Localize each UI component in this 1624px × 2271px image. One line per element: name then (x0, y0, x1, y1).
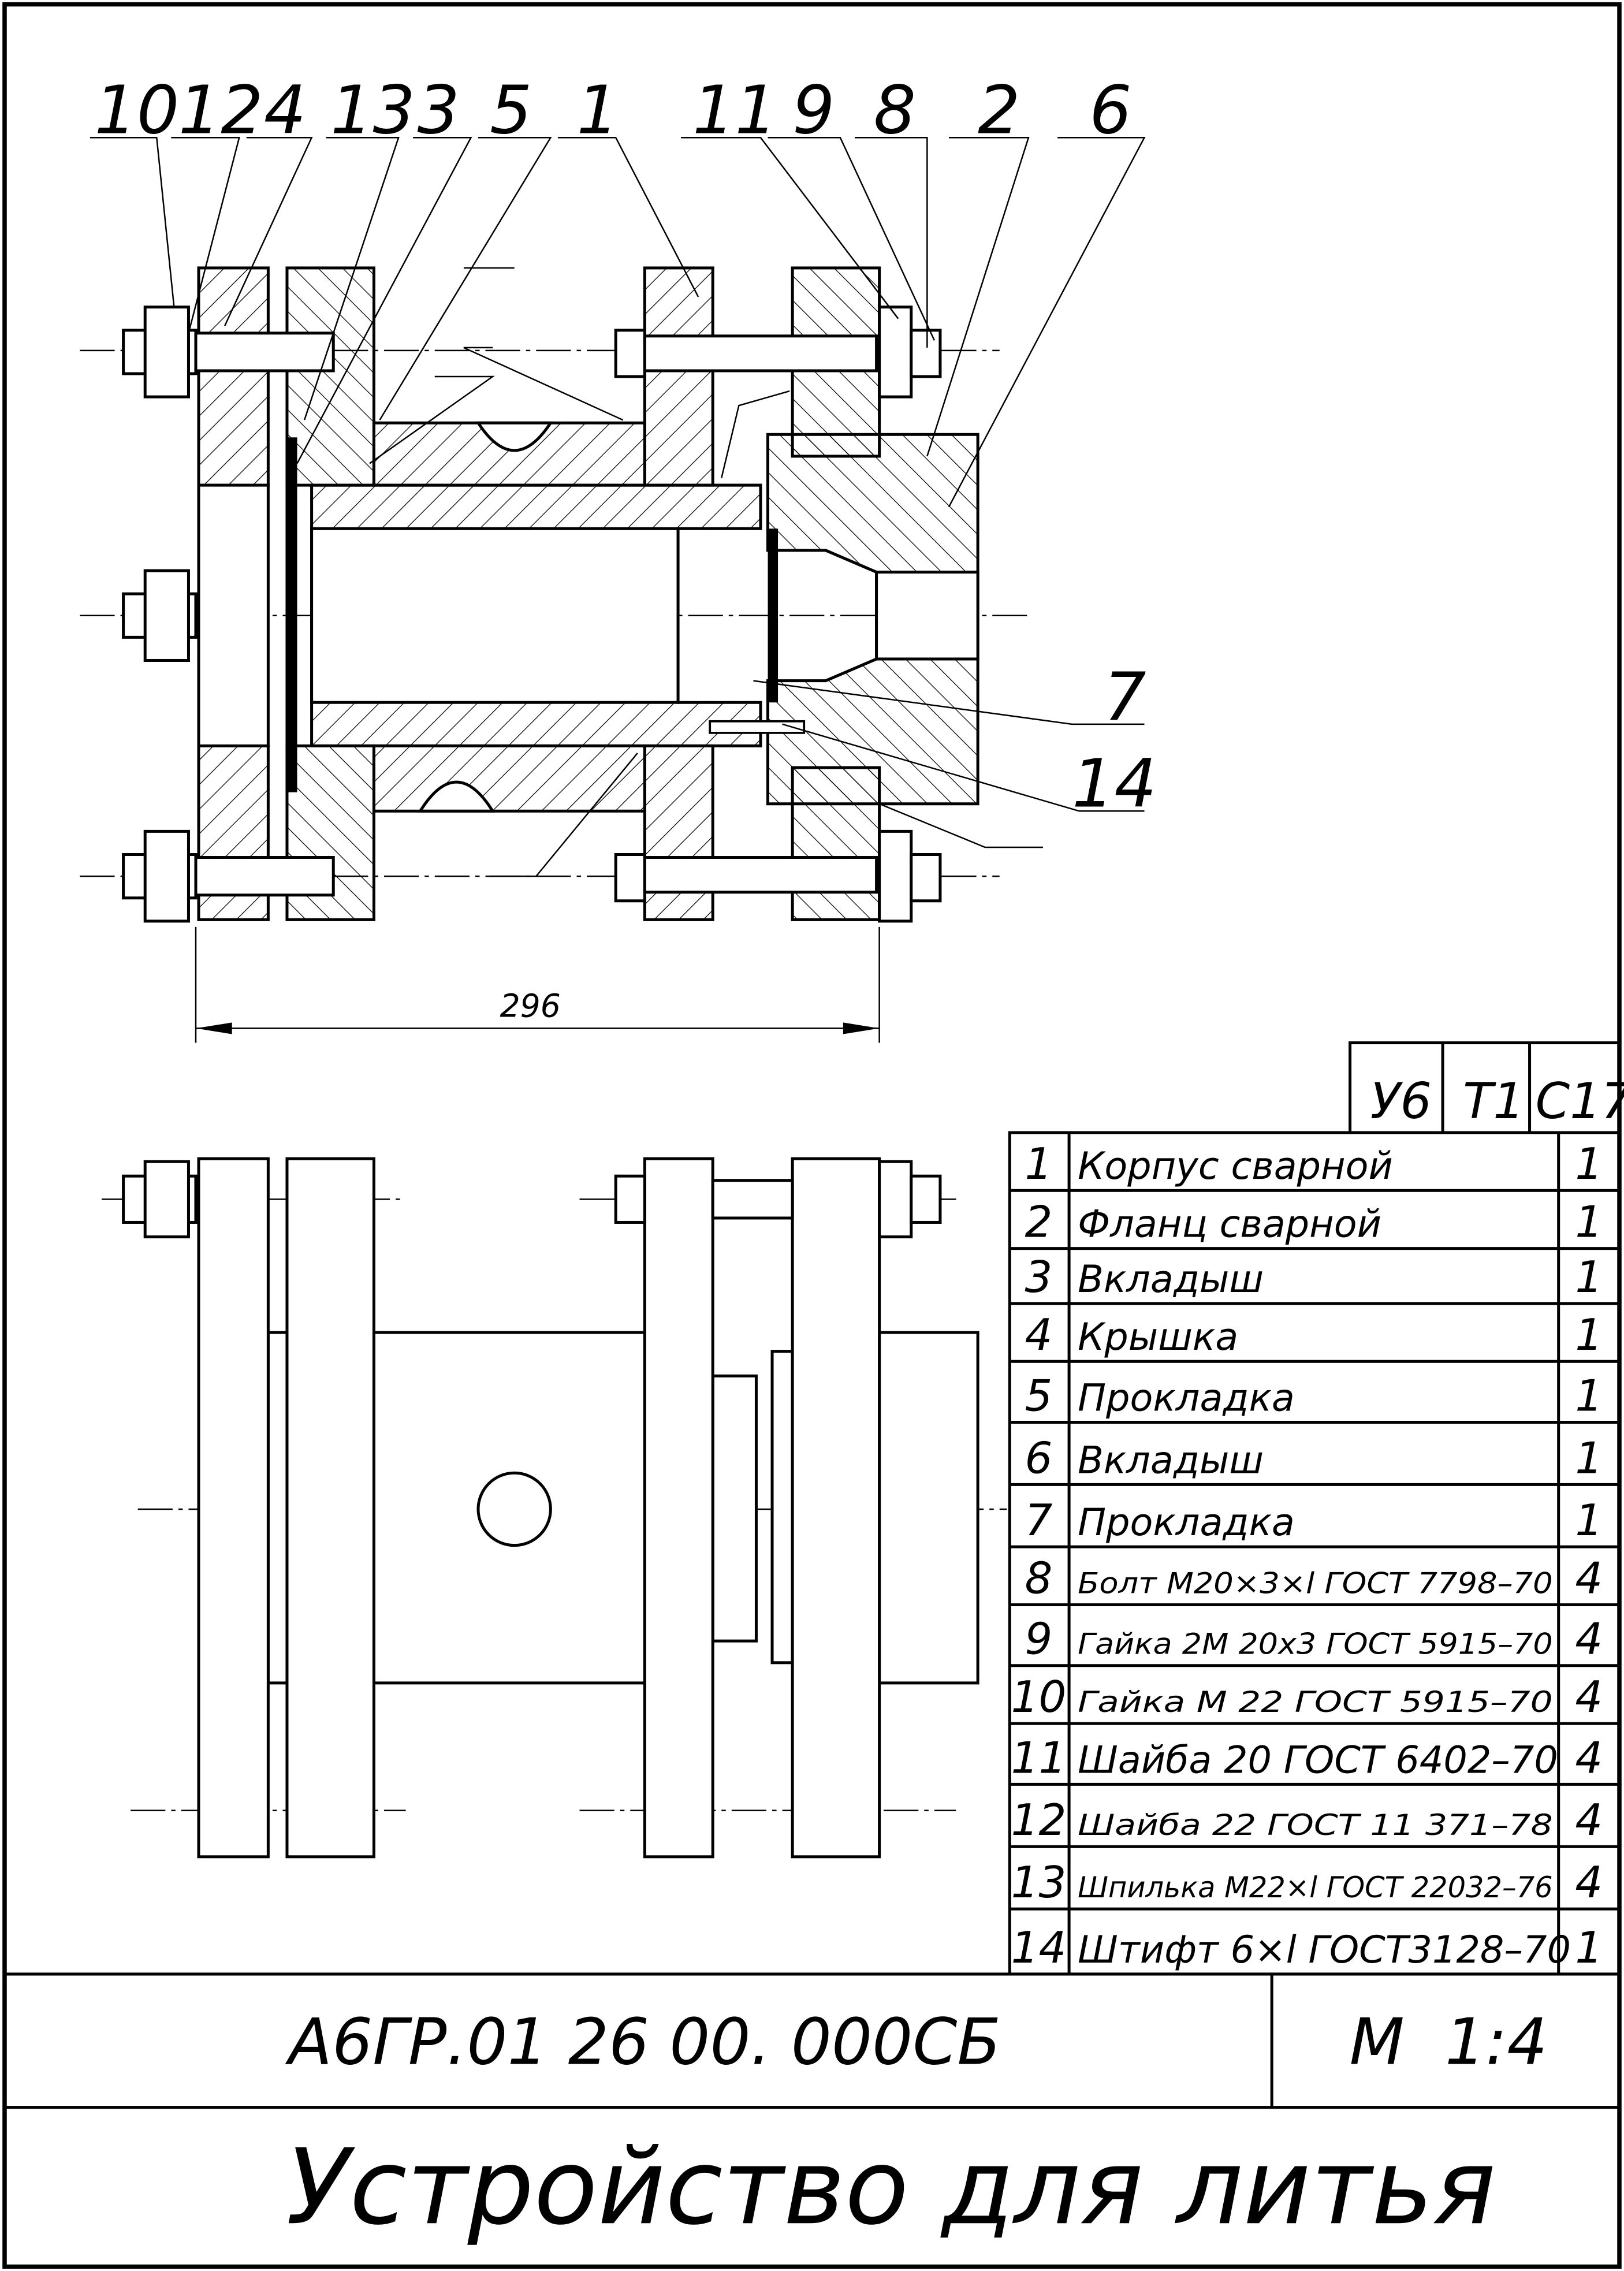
table-row: 3 Вкладыш 1 (1025, 1252, 1603, 1302)
part-quantity: 4 (1575, 1614, 1603, 1665)
part-name: Вкладыш (1078, 1438, 1264, 1482)
part-position: 8 (1025, 1553, 1053, 1603)
table-row: 10 Гайка М 22 ГОСТ 5915–70 4 (1011, 1671, 1603, 1722)
part-quantity: 4 (1575, 1671, 1603, 1722)
part-position: 14 (1011, 1922, 1067, 1973)
part-name: Прокладка (1078, 1501, 1295, 1544)
part-position: 13 (1011, 1857, 1067, 1908)
part-quantity: 4 (1575, 1732, 1603, 1783)
table-row: 6 Вкладыш 1 (1025, 1432, 1603, 1483)
part-name: Крышка (1078, 1315, 1238, 1359)
part-position: 12 (1011, 1795, 1067, 1845)
drawing-title: Устройство для литья (286, 2126, 1496, 2248)
table-row: 13 Шпилька М22×l ГОСТ 22032–76 4 (1011, 1857, 1603, 1908)
table-row: 8 Болт М20×3×l ГОСТ 7798–70 4 (1025, 1553, 1603, 1603)
part-quantity: 1 (1575, 1922, 1603, 1973)
header-cell-u6: У6 (1370, 1073, 1432, 1130)
balloon-11: 11 (692, 72, 777, 150)
part-name: Корпус сварной (1078, 1144, 1393, 1188)
part-name: Болт М20×3×l ГОСТ 7798–70 (1078, 1566, 1553, 1600)
part-position: 3 (1025, 1252, 1053, 1302)
balloon-4: 4 (264, 72, 306, 150)
header-cell-t1: Т1 (1463, 1073, 1524, 1130)
part-quantity: 4 (1575, 1553, 1603, 1603)
part-quantity: 1 (1575, 1138, 1603, 1189)
part-name: Фланц сварной (1078, 1202, 1381, 1246)
balloon-7: 7 (1104, 658, 1146, 736)
part-position: 6 (1025, 1432, 1053, 1483)
part-name: Штифт 6×l ГОСТ3128–70 (1078, 1928, 1571, 1972)
drawing-designation: А6ГР.01 26 00. 000СБ (285, 2005, 1001, 2079)
part-name: Шпилька М22×l ГОСТ 22032–76 (1078, 1870, 1553, 1904)
part-quantity: 1 (1575, 1309, 1603, 1360)
balloon-14: 14 (1072, 746, 1157, 823)
elevation-view (101, 1157, 1007, 1859)
part-quantity: 1 (1575, 1495, 1603, 1546)
part-quantity: 4 (1575, 1857, 1603, 1908)
section-view: 10 12 4 13 3 5 1 11 9 8 2 6 7 14 296 (80, 72, 1157, 1043)
part-quantity: 1 (1575, 1252, 1603, 1302)
balloon-3: 3 (418, 72, 460, 150)
part-position: 4 (1025, 1309, 1053, 1360)
part-name: Шайба 20 ГОСТ 6402–70 (1078, 1738, 1558, 1782)
table-row: 7 Прокладка 1 (1025, 1495, 1603, 1546)
part-quantity: 1 (1575, 1370, 1603, 1421)
part-position: 9 (1025, 1614, 1053, 1665)
table-row: 9 Гайка 2М 20х3 ГОСТ 5915–70 4 (1025, 1614, 1603, 1665)
part-name: Гайка 2М 20х3 ГОСТ 5915–70 (1078, 1627, 1553, 1661)
part-quantity: 4 (1575, 1795, 1603, 1845)
table-row: 4 Крышка 1 (1025, 1309, 1603, 1360)
part-position: 10 (1011, 1671, 1067, 1722)
balloon-5: 5 (490, 72, 532, 150)
balloon-9: 9 (792, 72, 835, 150)
table-row: 2 Фланц сварной 1 (1025, 1197, 1603, 1248)
part-position: 1 (1025, 1138, 1053, 1189)
title-block: А6ГР.01 26 00. 000СБ М 1:4 Устройство дл… (4, 1972, 1620, 2248)
part-name: Вкладыш (1078, 1257, 1264, 1301)
balloon-8: 8 (874, 72, 916, 150)
balloon-6: 6 (1089, 72, 1131, 150)
part-name: Шайба 22 ГОСТ 11 371–78 (1078, 1808, 1553, 1842)
part-position: 2 (1025, 1197, 1053, 1248)
part-quantity: 1 (1575, 1432, 1603, 1483)
table-row: 1 Корпус сварной 1 (1025, 1138, 1603, 1189)
balloon-10: 10 (94, 72, 179, 150)
part-position: 7 (1025, 1495, 1053, 1546)
balloon-12: 12 (178, 72, 263, 150)
part-quantity: 1 (1575, 1197, 1603, 1248)
part-name: Прокладка (1078, 1376, 1295, 1420)
header-cell-c17: С17 (1536, 1073, 1624, 1130)
balloon-2: 2 (978, 72, 1020, 150)
table-row: 12 Шайба 22 ГОСТ 11 371–78 4 (1011, 1795, 1603, 1845)
part-position: 5 (1025, 1370, 1053, 1421)
dimension-296: 296 (500, 988, 561, 1025)
balloon-1: 1 (577, 72, 619, 150)
table-row: 5 Прокладка 1 (1025, 1370, 1603, 1421)
balloon-13: 13 (330, 72, 415, 150)
drawing-scale: М 1:4 (1350, 2005, 1548, 2079)
part-name: Гайка М 22 ГОСТ 5915–70 (1078, 1685, 1553, 1719)
part-position: 11 (1011, 1732, 1067, 1783)
